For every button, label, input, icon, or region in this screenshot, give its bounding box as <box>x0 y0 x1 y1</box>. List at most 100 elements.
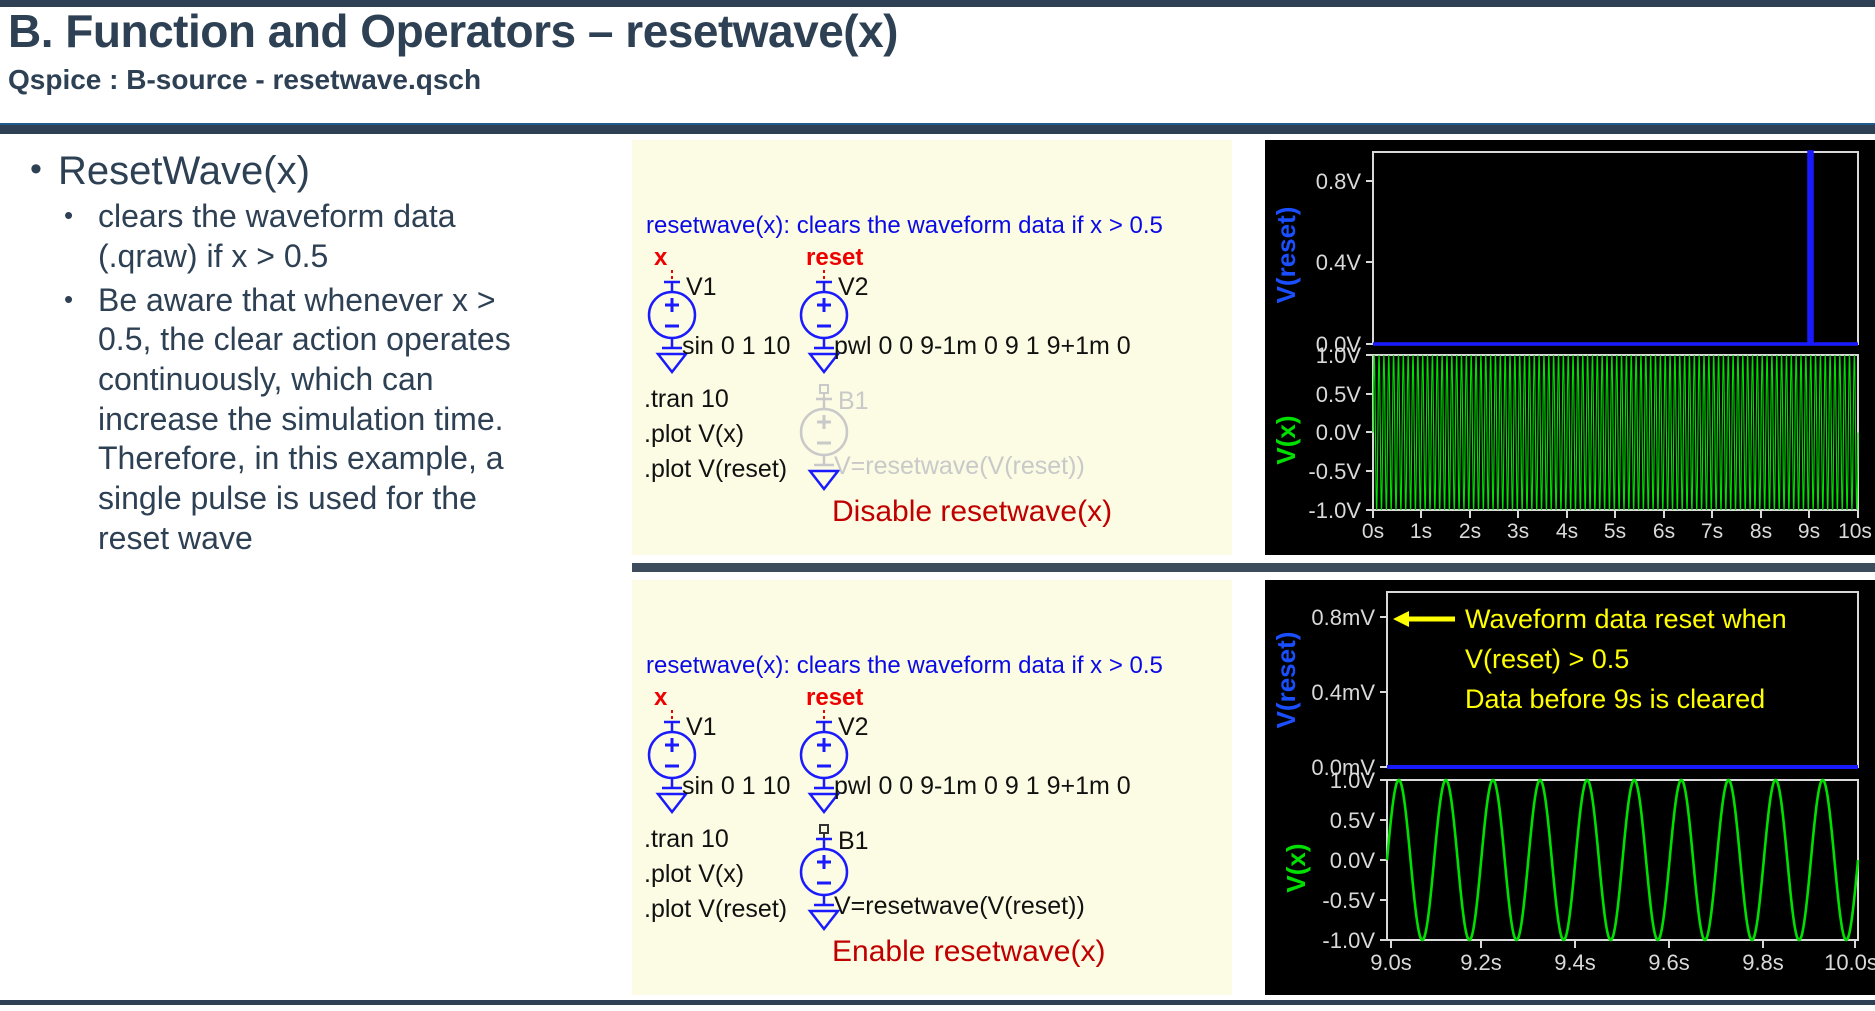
xtick-7: 7s <box>1701 520 1723 543</box>
v1-name: V1 <box>686 273 717 301</box>
vreset-trace <box>1373 150 1858 346</box>
vx-ytick-4: -1.0V <box>1308 498 1361 523</box>
vreset-axes-frame <box>1372 151 1859 345</box>
vx-ytick-1: 0.5V <box>1316 382 1362 407</box>
xtick-6: 6s <box>1653 520 1675 543</box>
vx-b-axis-label: V(x) <box>1281 843 1311 892</box>
directive-tran: .tran 10 <box>644 825 729 853</box>
bsource-b1-symbol <box>799 384 849 492</box>
vx-xticks <box>1372 510 1859 518</box>
xtick-b-3: 9.6s <box>1648 950 1690 975</box>
voltage-source-v1-symbol <box>647 270 697 375</box>
vx-b-ytick-2: 0.0V <box>1330 848 1376 873</box>
xtick-8: 8s <box>1750 520 1772 543</box>
bullet-marker: • <box>64 200 74 231</box>
net-label-x: x <box>654 244 668 271</box>
vreset-b-ytick-1: 0.4mV <box>1311 680 1375 705</box>
bullet-level1-text: ResetWave(x) <box>58 149 310 193</box>
xtick-b-1: 9.2s <box>1460 950 1502 975</box>
plot-bottom-svg: 0.8mV 0.4mV 0.0mV V(reset) Waveform data… <box>1271 591 1875 975</box>
bullet-list: • ResetWave(x) • clears the waveform dat… <box>30 149 550 559</box>
vx-b-trace <box>1385 778 1860 942</box>
xtick-5: 5s <box>1604 520 1626 543</box>
footer-divider <box>0 1000 1875 1005</box>
b1-value: V=resetwave(V(reset)) <box>834 452 1085 480</box>
page-title: B. Function and Operators – resetwave(x) <box>8 5 899 57</box>
xtick-b-4: 9.8s <box>1742 950 1784 975</box>
vx-axis-label: V(x) <box>1271 415 1301 464</box>
vreset-ytick-0: 0.8V <box>1316 169 1362 194</box>
bullet-level2-text: Be aware that whenever x > 0.5, the clea… <box>98 281 511 556</box>
b1-name: B1 <box>838 827 869 855</box>
annotation-line-2: Data before 9s is cleared <box>1465 684 1765 714</box>
voltage-source-v2-symbol <box>799 710 849 815</box>
schematic-panel-bottom: resetwave(x): clears the waveform data i… <box>632 580 1232 995</box>
vreset-b-ytick-0: 0.8mV <box>1311 605 1375 630</box>
v2-name: V2 <box>838 273 869 301</box>
xtick-0: 0s <box>1362 520 1384 543</box>
vx-ytick-3: -0.5V <box>1308 459 1361 484</box>
bullet-level2-text: clears the waveform data (.qraw) if x > … <box>98 198 456 274</box>
bullet-level2-item: • Be aware that whenever x > 0.5, the cl… <box>64 281 550 559</box>
waveform-plot-top: 0.8V 0.4V 0.0V V(reset) 1.0V 0.5V 0.0V -… <box>1265 140 1875 555</box>
top-accent-bar <box>0 0 1875 7</box>
v1-value: sin 0 1 10 <box>682 332 791 360</box>
net-label-reset: reset <box>806 244 864 271</box>
vx-trace <box>1372 354 1859 511</box>
waveform-plot-bottom: 0.8mV 0.4mV 0.0mV V(reset) Waveform data… <box>1265 580 1875 995</box>
vx-b-ytick-1: 0.5V <box>1330 808 1376 833</box>
vx-b-ytick-0: 1.0V <box>1330 768 1376 793</box>
xtick-b-5: 10.0s <box>1824 950 1875 975</box>
annotation-line-0: Waveform data reset when <box>1465 604 1787 634</box>
xtick-3: 3s <box>1507 520 1529 543</box>
xtick-9: 9s <box>1798 520 1820 543</box>
bullet-level2-item: • clears the waveform data (.qraw) if x … <box>64 197 550 276</box>
b1-value: V=resetwave(V(reset)) <box>834 892 1085 920</box>
schematic-caption: resetwave(x): clears the waveform data i… <box>646 652 1163 679</box>
xtick-2: 2s <box>1459 520 1481 543</box>
vx-ytick-0: 1.0V <box>1316 343 1362 368</box>
xtick-1: 1s <box>1410 520 1432 543</box>
voltage-source-v2-symbol <box>799 270 849 375</box>
title-block: B. Function and Operators – resetwave(x)… <box>8 8 1508 94</box>
resetwave-status-label: Disable resetwave(x) <box>832 495 1113 528</box>
header-divider <box>0 123 1875 134</box>
directive-plot-vx: .plot V(x) <box>644 420 745 448</box>
vx-b-ytick-4: -1.0V <box>1322 928 1375 953</box>
bullet-marker: • <box>30 150 42 188</box>
voltage-source-v1-symbol <box>647 710 697 815</box>
v1-value: sin 0 1 10 <box>682 772 791 800</box>
resetwave-status-label: Enable resetwave(x) <box>832 935 1106 968</box>
xtick-10: 10s <box>1838 520 1872 543</box>
v2-name: V2 <box>838 713 869 741</box>
vx-ytick-2: 0.0V <box>1316 420 1362 445</box>
schematic-caption: resetwave(x): clears the waveform data i… <box>646 212 1163 239</box>
directive-plot-vreset: .plot V(reset) <box>644 895 788 923</box>
v1-name: V1 <box>686 713 717 741</box>
vreset-ytick-1: 0.4V <box>1316 250 1362 275</box>
xtick-b-2: 9.4s <box>1554 950 1596 975</box>
directive-plot-vx: .plot V(x) <box>644 860 745 888</box>
directive-plot-vreset: .plot V(reset) <box>644 455 788 483</box>
section-divider <box>632 563 1875 572</box>
v2-value: pwl 0 0 9-1m 0 9 1 9+1m 0 <box>834 332 1131 360</box>
annotation-arrow-icon <box>1393 611 1455 627</box>
vx-b-xticks <box>1390 940 1856 948</box>
annotation-line-1: V(reset) > 0.5 <box>1465 644 1629 674</box>
vreset-b-ytick-2: 0.0mV <box>1311 755 1375 780</box>
bullet-level1: • ResetWave(x) <box>30 149 550 193</box>
plot-top-svg: 0.8V 0.4V 0.0V V(reset) 1.0V 0.5V 0.0V -… <box>1271 150 1872 543</box>
xtick-4: 4s <box>1556 520 1578 543</box>
net-label-reset: reset <box>806 684 864 711</box>
vreset-b-axis-label: V(reset) <box>1271 632 1301 729</box>
schematic-panel-top: resetwave(x): clears the waveform data i… <box>632 140 1232 555</box>
vx-b-ytick-3: -0.5V <box>1322 888 1375 913</box>
v2-value: pwl 0 0 9-1m 0 9 1 9+1m 0 <box>834 772 1131 800</box>
vreset-axis-label: V(reset) <box>1271 207 1301 304</box>
bullet-marker: • <box>64 283 74 314</box>
net-label-x: x <box>654 684 668 711</box>
vreset-ytick-2: 0.0V <box>1316 332 1362 357</box>
b1-name: B1 <box>838 387 869 415</box>
directive-tran: .tran 10 <box>644 385 729 413</box>
page-subtitle: Qspice : B-source - resetwave.qsch <box>8 64 482 95</box>
